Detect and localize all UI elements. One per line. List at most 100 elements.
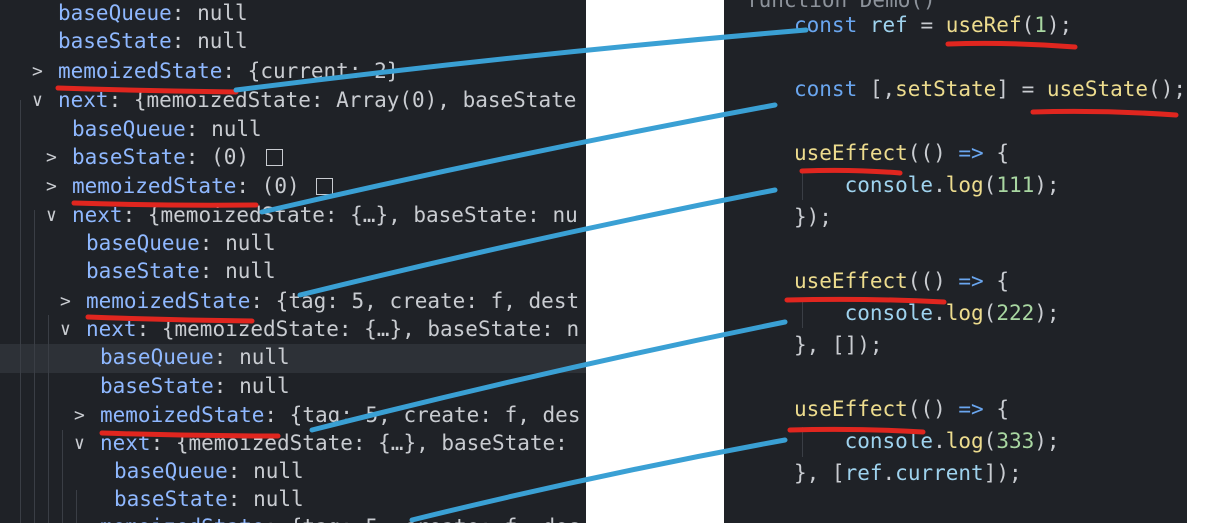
inspector-row[interactable]: >memoizedState: {tag: 5, create: f, des [74,401,580,430]
property-separator: : [136,317,162,341]
property-separator: : [264,515,289,523]
code-token: const [794,13,870,37]
property-value: null [197,1,248,25]
indent-guide [62,430,63,523]
property-value: null [253,459,304,483]
inspector-row[interactable]: baseState: null [58,27,248,56]
red-underline [784,296,947,305]
collapse-arrow-icon[interactable]: ∨ [60,319,71,340]
blue-connector-line [233,27,809,93]
expand-arrow-icon[interactable]: > [46,176,57,197]
code-token: 111 [996,173,1035,197]
property-separator: : [185,145,212,169]
code-token: . [933,301,946,325]
inspector-row[interactable]: baseState: null [86,257,276,286]
collapse-arrow-icon[interactable]: ∨ [46,205,57,226]
inspector-row[interactable]: baseQueue: null [114,457,304,486]
red-underline [945,40,1078,50]
property-name: baseState [86,259,200,283]
code-line[interactable]: useEffect(() => { [794,267,1009,296]
indent-guide [48,315,49,523]
code-line[interactable]: }, [ref.current]); [794,459,1022,488]
property-name: baseQueue [86,231,200,255]
property-separator: : [199,231,226,255]
code-token: function Demo() [746,0,949,12]
property-separator: : [227,487,254,511]
inspector-row[interactable]: baseState: null [114,485,304,514]
property-name: next [86,317,137,341]
code-token: useState [1046,77,1149,101]
editor-indent-guide [802,427,803,457]
property-value: {memoizedState: {…}, baseState: [175,431,568,455]
code-token: ref [869,13,908,37]
inspector-row[interactable]: ∨next: {memoizedState: {…}, baseState: n [60,315,579,344]
code-token: 333 [996,429,1035,453]
code-token: => [958,269,984,293]
inspector-row[interactable]: >memoizedState: (0) [46,172,334,201]
property-separator: : [171,1,198,25]
code-token: 222 [996,301,1035,325]
code-token: useEffect [794,397,908,421]
collapse-arrow-icon[interactable]: ∨ [32,90,43,111]
property-value: null [211,117,262,141]
property-separator: : [199,259,226,283]
code-token: setState [895,77,997,101]
code-token: }, [ [794,461,845,485]
property-name: next [72,203,123,227]
empty-array-icon [316,178,334,195]
property-name: memoizedState [100,515,264,523]
code-line[interactable]: console.log(111); [794,171,1060,200]
inspector-row[interactable]: >memoizedState: {current: 2} [32,57,399,86]
property-separator: : [213,374,240,398]
property-value: (0) [261,174,313,198]
code-token: console [794,301,934,325]
code-token: (() [907,141,959,165]
code-line[interactable]: useEffect(() => { [794,139,1009,168]
expand-arrow-icon[interactable]: > [74,405,85,426]
code-token: = [907,13,946,37]
inspector-row[interactable]: >memoizedState: {tag: 5, create: f, dest [60,287,579,316]
inspector-row[interactable]: baseQueue: null [100,343,290,372]
code-token: . [933,429,946,453]
indent-guide [20,100,21,523]
red-underline [71,200,259,208]
collapse-arrow-icon[interactable]: ∨ [74,433,85,454]
expand-arrow-icon[interactable]: > [74,513,86,523]
code-line[interactable]: function Demo() [746,0,948,15]
code-line[interactable]: const ref = useRef(1); [794,11,1072,40]
inspector-row[interactable]: ∨next: {memoizedState: {…}, baseState: n… [46,201,578,230]
code-token: ); [1034,301,1060,325]
code-token: { [983,397,1009,421]
inspector-row[interactable]: baseQueue: null [86,229,276,258]
inspector-row[interactable]: ∨next: {memoizedState: {…}, baseState: [74,429,568,458]
code-token: => [958,141,984,165]
code-token: 1 [1034,13,1047,37]
code-line[interactable]: }, []); [794,331,883,360]
code-line[interactable]: console.log(333); [794,427,1060,456]
property-separator: : [213,345,240,369]
inspector-row[interactable]: >memoizedState: {tag: 5, create: f, des [74,513,580,523]
code-token: (); [1148,77,1186,101]
code-token: log [945,429,984,453]
inspector-row[interactable]: >baseState: (0) [46,143,283,172]
expand-arrow-icon[interactable]: > [32,61,43,82]
property-separator: : [227,459,254,483]
inspector-row[interactable]: baseQueue: null [58,0,248,28]
property-separator: : [185,117,212,141]
property-name: next [58,88,109,112]
property-value: null [225,231,276,255]
red-underline [99,430,281,439]
code-token: ); [1034,429,1060,453]
inspector-row[interactable]: baseQueue: null [72,115,262,144]
expand-arrow-icon[interactable]: > [46,147,57,168]
code-line[interactable]: console.log(222); [794,299,1060,328]
code-line[interactable]: useEffect(() => { [794,395,1009,424]
property-separator: : [108,88,134,112]
code-line[interactable]: }); [794,203,832,232]
expand-arrow-icon[interactable]: > [60,291,71,312]
code-token: current [895,461,984,485]
code-line[interactable]: const [,setState] = useState(); [794,75,1186,104]
inspector-row[interactable]: baseState: null [100,372,290,401]
property-value: null [239,374,290,398]
property-name: baseQueue [58,1,172,25]
